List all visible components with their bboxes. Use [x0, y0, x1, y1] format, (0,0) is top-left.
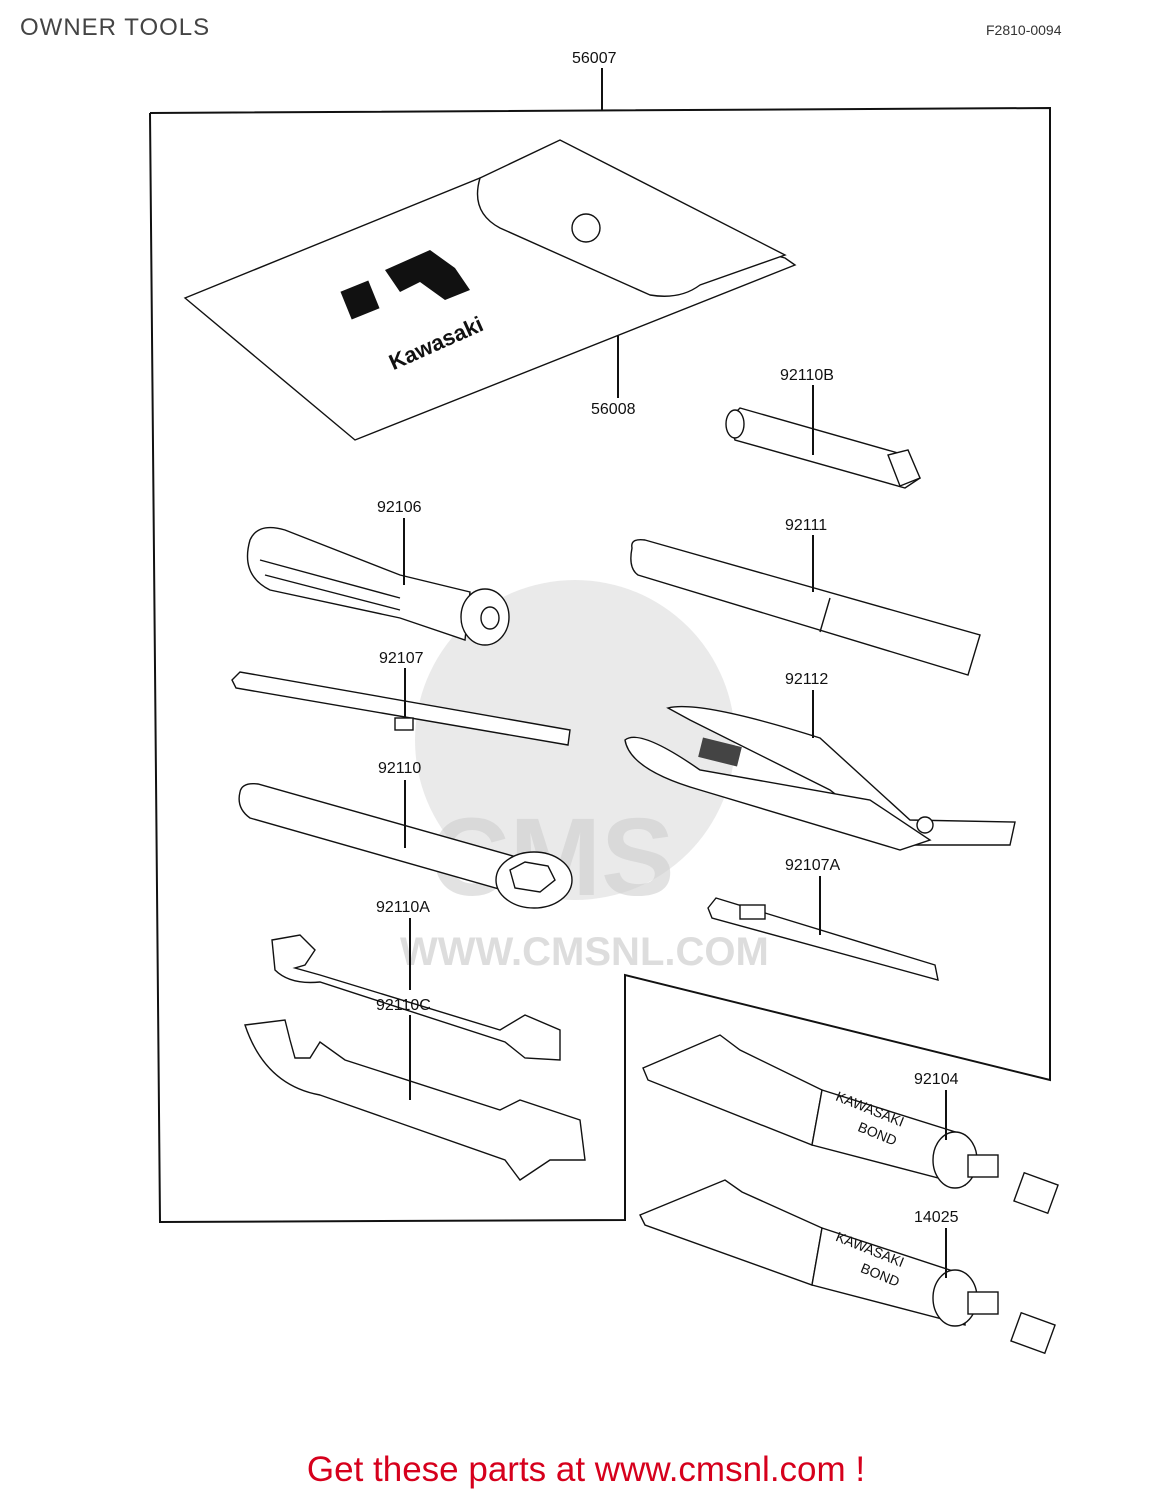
get-parts-link[interactable]: Get these parts at www.cmsnl.com !	[306, 1450, 866, 1489]
parts-diagram: CMS WWW.CMSNL.COM Kawasaki	[149, 50, 1059, 1355]
part-label-92110A: 92110A	[376, 899, 430, 916]
open-wrench-92110C	[244, 1019, 586, 1181]
figure-code: F2810-0094	[986, 22, 1062, 38]
bond-tube-92104: KAWASAKI BOND	[642, 1034, 1059, 1215]
kit-outline	[149, 106, 1051, 1224]
watermark-circle	[415, 580, 735, 900]
part-label-92104: 92104	[914, 1071, 959, 1088]
part-label-92110B: 92110B	[780, 367, 834, 384]
part-label-92110C: 92110C	[376, 997, 431, 1014]
part-label-14025: 14025	[914, 1209, 959, 1226]
tool-pouch: Kawasaki	[183, 139, 797, 441]
watermark-url: WWW.CMSNL.COM	[400, 930, 769, 974]
part-label-92107A: 92107A	[785, 857, 840, 874]
part-label-92112: 92112	[785, 671, 828, 688]
part-label-92106: 92106	[377, 499, 422, 516]
page-title: OWNER TOOLS	[20, 14, 211, 41]
open-wrench-92110A	[271, 934, 561, 1061]
screwdriver-handle-92106	[246, 526, 510, 646]
extension-bar-92111	[630, 538, 981, 676]
part-label-92107: 92107	[379, 650, 424, 667]
box-wrench-92110	[238, 782, 573, 909]
part-label-56007: 56007	[572, 50, 617, 67]
part-label-92111: 92111	[785, 517, 827, 534]
bond-tube-14025: KAWASAKI BOND	[639, 1179, 1056, 1355]
screwdriver-92107A	[707, 897, 939, 981]
socket-wrench-92110B	[725, 407, 921, 489]
part-label-56008: 56008	[591, 401, 636, 418]
pliers-92112	[624, 705, 1016, 851]
part-label-92110: 92110	[378, 760, 421, 777]
screwdriver-92107	[231, 671, 571, 746]
watermark: CMS WWW.CMSNL.COM	[400, 580, 769, 974]
